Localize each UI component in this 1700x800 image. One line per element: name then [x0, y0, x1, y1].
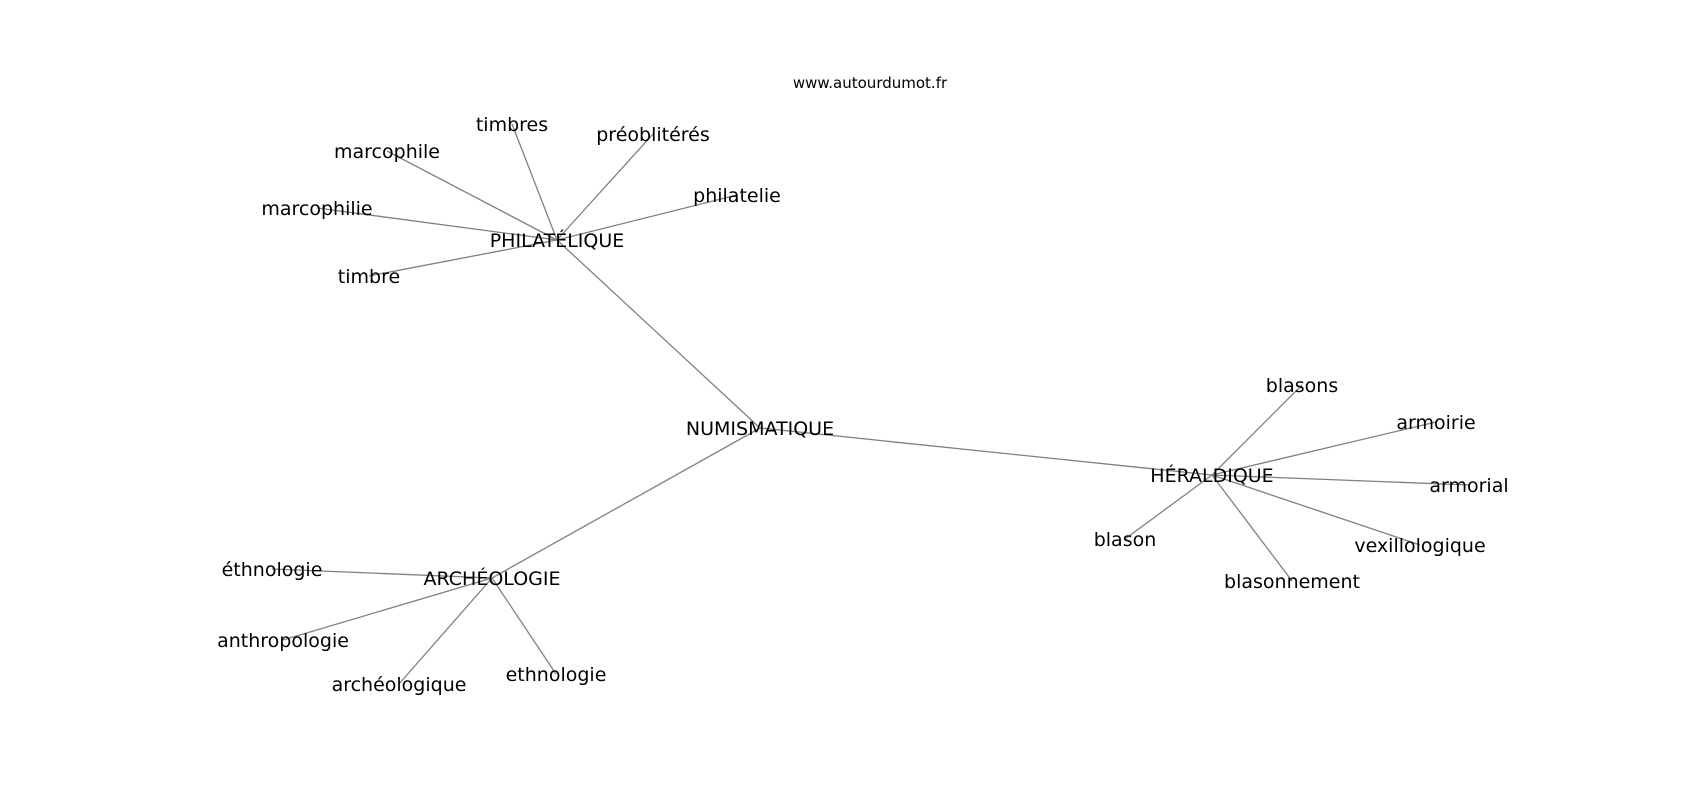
edge-philatelique-marcophilie	[316, 207, 558, 241]
hub-node-philatelique: PHILATÉLIQUE	[490, 229, 625, 252]
edges-layer	[271, 123, 1470, 685]
leaf-node-ethnologie-accent: éthnologie	[222, 559, 323, 581]
leaf-node-marcophilie: marcophilie	[261, 198, 372, 220]
edge-heraldique-armoirie	[1211, 421, 1437, 476]
edge-archeologie-ethnologie	[491, 577, 557, 675]
leaf-node-ethnologie: ethnologie	[506, 664, 607, 686]
leaf-node-timbre: timbre	[338, 266, 400, 288]
edge-philatelique-timbre	[368, 239, 558, 277]
leaf-node-blasonnement: blasonnement	[1224, 571, 1360, 593]
nodes-layer: NUMISMATIQUE PHILATÉLIQUE timbres préoblité…	[217, 114, 1509, 696]
hub-node-archeologie: ARCHÉOLOGIE	[424, 567, 561, 590]
center-node-numismatique: NUMISMATIQUE	[686, 418, 834, 440]
leaf-node-vexillologique: vexillologique	[1354, 535, 1485, 557]
edge-archeologie-anthropologie	[282, 577, 493, 641]
leaf-node-preobliteres: préoblitérés	[596, 124, 710, 146]
edge-numismatique-archeologie	[491, 427, 761, 579]
leaf-node-armorial: armorial	[1429, 475, 1508, 497]
leaf-node-archeologique: archéologique	[332, 674, 467, 696]
edge-numismatique-heraldique	[759, 427, 1213, 476]
leaf-node-blason: blason	[1094, 529, 1157, 551]
leaf-node-marcophile: marcophile	[334, 141, 440, 163]
edge-numismatique-philatelique	[556, 239, 761, 429]
edge-philatelique-marcophile	[386, 150, 558, 241]
edge-philatelique-philatelie	[556, 194, 738, 241]
leaf-node-blasons: blasons	[1266, 375, 1338, 397]
edge-philatelique-timbres	[511, 123, 558, 241]
edge-archeologie-ethnologie-accent	[271, 568, 493, 579]
edge-heraldique-blasons	[1211, 384, 1303, 476]
edge-philatelique-preobliteres	[556, 133, 654, 241]
leaf-node-armoirie: armoirie	[1396, 412, 1475, 434]
edge-heraldique-blason	[1124, 474, 1213, 540]
edge-heraldique-vexillologique	[1211, 474, 1421, 546]
source-label: www.autourdumot.fr	[793, 74, 948, 92]
edge-heraldique-armorial	[1211, 474, 1470, 486]
leaf-node-philatelie: philatelie	[693, 185, 781, 207]
edge-archeologie-archeologique	[398, 577, 493, 685]
hub-node-heraldique: HÉRALDIQUE	[1150, 464, 1273, 487]
leaf-node-anthropologie: anthropologie	[217, 630, 349, 652]
edge-heraldique-blasonnement	[1211, 474, 1293, 582]
leaf-node-timbres: timbres	[476, 114, 548, 136]
